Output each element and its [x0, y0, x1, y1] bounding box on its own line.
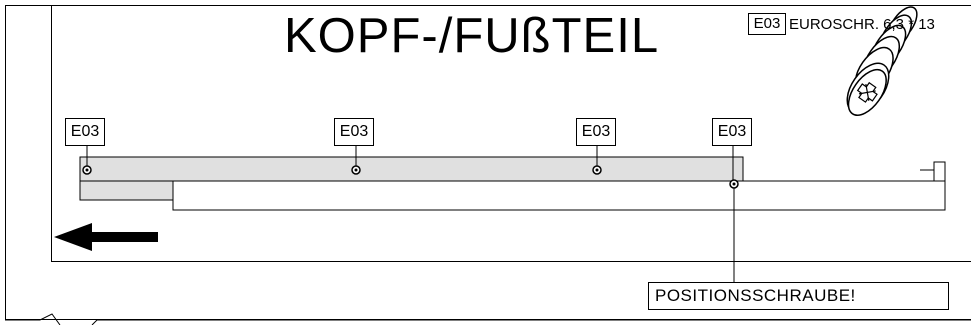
- screw-legend-description: EUROSCHR. 6,3 * 13: [789, 16, 935, 33]
- frame-tab-left: [5, 313, 61, 325]
- frame-tab-right: [91, 319, 971, 325]
- head-panel-top: [79, 156, 744, 182]
- part-label-e03: E03: [712, 118, 752, 146]
- screw-hole: [592, 165, 602, 175]
- part-label-e03: E03: [576, 118, 616, 146]
- screw-hole: [82, 165, 92, 175]
- screw-hole: [729, 179, 739, 189]
- drawing-area-border: [51, 5, 971, 262]
- part-label-e03: E03: [65, 118, 105, 146]
- board-end-notch: [920, 161, 946, 181]
- page-title: KOPF-/FUßTEIL: [284, 9, 660, 63]
- screw-legend-code: E03: [748, 13, 786, 35]
- long-board: [172, 180, 946, 211]
- part-label-e03: E03: [334, 118, 374, 146]
- screw-hole: [351, 165, 361, 175]
- position-screw-note: POSITIONSSCHRAUBE!: [648, 282, 949, 310]
- euro-screw-icon: [846, 6, 918, 116]
- direction-arrow-left-icon: [54, 223, 158, 251]
- head-panel-foot: [79, 180, 174, 201]
